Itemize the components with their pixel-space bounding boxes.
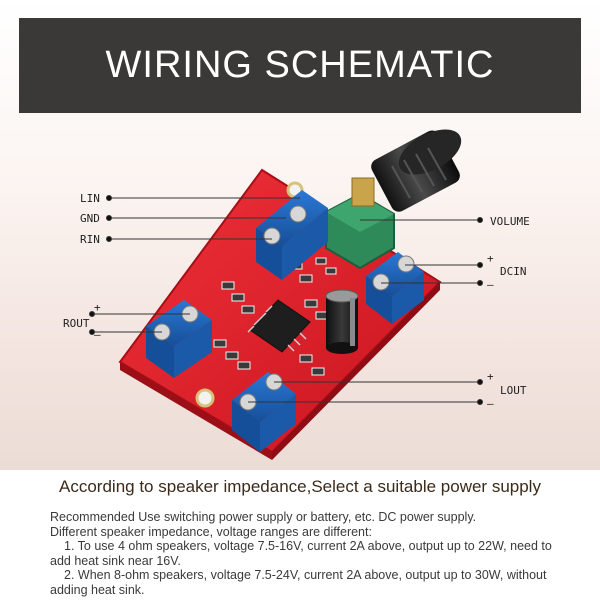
leader-lines bbox=[89, 195, 483, 405]
label-lin: LIN bbox=[80, 192, 100, 205]
page-title: WIRING SCHEMATIC bbox=[105, 44, 495, 86]
notes-block: Recommended Use switching power supply o… bbox=[50, 510, 590, 597]
potentiometer bbox=[325, 177, 395, 270]
dcin-minus-sign: – bbox=[487, 278, 494, 291]
label-rout: ROUT bbox=[63, 317, 90, 330]
label-dcin: DCIN bbox=[500, 265, 527, 278]
volume-knob bbox=[371, 129, 462, 212]
label-volume: VOLUME bbox=[490, 215, 530, 228]
note-line: add heat sink near 16V. bbox=[50, 553, 181, 568]
lout-minus-sign: – bbox=[487, 397, 494, 410]
mounting-hole bbox=[195, 388, 215, 408]
dcin-plus-sign: + bbox=[487, 252, 494, 265]
background-footer bbox=[0, 470, 600, 600]
caption: According to speaker impedance,Select a … bbox=[59, 477, 541, 496]
amplifier-ic bbox=[247, 299, 311, 353]
label-rin: RIN bbox=[80, 233, 100, 246]
header-banner: WIRING SCHEMATIC bbox=[19, 18, 581, 113]
note-line: Recommended Use switching power supply o… bbox=[50, 510, 477, 524]
rout-minus-sign: – bbox=[94, 328, 101, 341]
input-terminal bbox=[256, 190, 328, 280]
note-line: adding heat sink. bbox=[50, 582, 145, 597]
note-line: 2. When 8-ohm speakers, voltage 7.5-24V,… bbox=[64, 568, 547, 582]
rout-plus-sign: + bbox=[94, 301, 101, 314]
note-line: Different speaker impedance, voltage ran… bbox=[50, 524, 372, 539]
capacitor bbox=[325, 289, 359, 354]
pcb-edge bbox=[120, 362, 272, 460]
lout-plus-sign: + bbox=[487, 370, 494, 383]
note-line: 1. To use 4 ohm speakers, voltage 7.5-16… bbox=[64, 539, 552, 553]
label-gnd: GND bbox=[80, 212, 100, 225]
dcin-terminal bbox=[366, 252, 424, 324]
pcb-edge-right bbox=[272, 282, 440, 460]
rout-terminal bbox=[146, 300, 212, 378]
label-lout: LOUT bbox=[500, 384, 527, 397]
